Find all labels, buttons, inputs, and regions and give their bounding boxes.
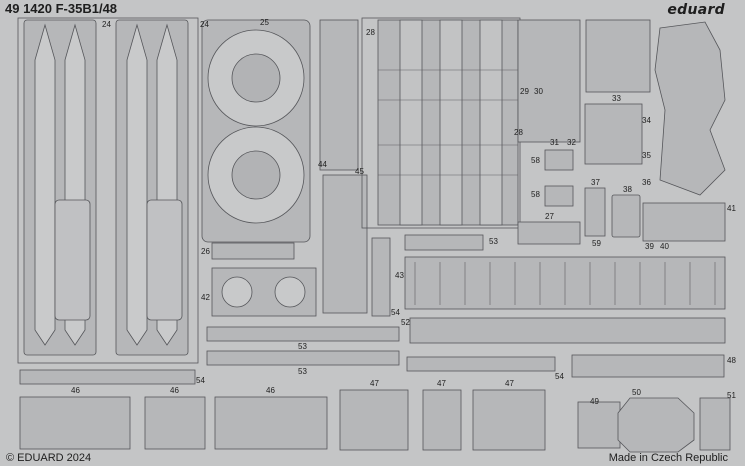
part-49 [577, 401, 621, 449]
part-46-c [214, 396, 328, 450]
label-53: 53 [489, 237, 498, 246]
label-44: 44 [318, 160, 327, 169]
label-45: 45 [355, 167, 364, 176]
part-52 [409, 317, 726, 344]
part-45 [322, 174, 368, 314]
copyright-text: © EDUARD 2024 [6, 452, 92, 464]
label-51: 51 [727, 391, 736, 400]
label-58: 58 [531, 190, 540, 199]
label-46: 46 [266, 386, 275, 395]
part-44 [319, 19, 359, 171]
part-36 [654, 21, 726, 196]
part-39-41 [642, 202, 726, 242]
label-46: 46 [71, 386, 80, 395]
label-53: 53 [298, 342, 307, 351]
part-29-32 [517, 19, 581, 143]
part-53-b [206, 350, 400, 366]
origin-text: Made in Czech Republic [608, 452, 728, 464]
part-27 [517, 221, 581, 245]
label-31: 31 [550, 138, 559, 147]
label-49: 49 [590, 397, 599, 406]
label-58: 58 [531, 156, 540, 165]
label-54: 54 [196, 376, 205, 385]
part-46-b [144, 396, 206, 450]
label-25: 25 [260, 18, 269, 27]
label-30: 30 [534, 87, 543, 96]
label-38: 38 [623, 185, 632, 194]
label-43: 43 [395, 271, 404, 280]
part-34-35 [584, 103, 643, 165]
brand-logo: eduard [667, 2, 725, 18]
label-47: 47 [505, 379, 514, 388]
part-58a [544, 149, 574, 171]
label-34: 34 [642, 116, 651, 125]
part-26 [211, 242, 295, 260]
label-47: 47 [370, 379, 379, 388]
label-28: 28 [366, 28, 375, 37]
part-47-a [339, 389, 409, 451]
label-54: 54 [391, 308, 400, 317]
label-29: 29 [520, 87, 529, 96]
label-33: 33 [612, 94, 621, 103]
part-47-b [422, 389, 462, 451]
label-52: 52 [401, 318, 410, 327]
part-37 [584, 187, 606, 237]
part-38 [611, 194, 641, 238]
fret-title: 49 1420 F-35B1/48 [5, 1, 118, 16]
label-36: 36 [642, 178, 651, 187]
part-53-top [404, 234, 484, 251]
label-47: 47 [437, 379, 446, 388]
label-24: 24 [102, 20, 111, 29]
label-26: 26 [201, 247, 210, 256]
part-54-a [19, 369, 196, 385]
part-54-b [406, 356, 556, 372]
label-28: 28 [514, 128, 523, 137]
part-46-a [19, 396, 131, 450]
label-27: 27 [545, 212, 554, 221]
label-39: 39 [645, 242, 654, 251]
part-53-a [206, 326, 400, 342]
label-24: 24 [200, 20, 209, 29]
label-53: 53 [298, 367, 307, 376]
part-47-c [472, 389, 546, 451]
part-48 [571, 354, 725, 378]
label-46: 46 [170, 386, 179, 395]
label-37: 37 [591, 178, 600, 187]
part-51 [699, 397, 731, 451]
label-41: 41 [727, 204, 736, 213]
label-54: 54 [555, 372, 564, 381]
part-50 [617, 397, 695, 453]
label-40: 40 [660, 242, 669, 251]
part-58b [544, 185, 574, 207]
label-32: 32 [567, 138, 576, 147]
label-59: 59 [592, 239, 601, 248]
label-35: 35 [642, 151, 651, 160]
part-54-col [371, 237, 391, 317]
label-50: 50 [632, 388, 641, 397]
label-48: 48 [727, 356, 736, 365]
label-42: 42 [201, 293, 210, 302]
part-33 [585, 19, 651, 93]
